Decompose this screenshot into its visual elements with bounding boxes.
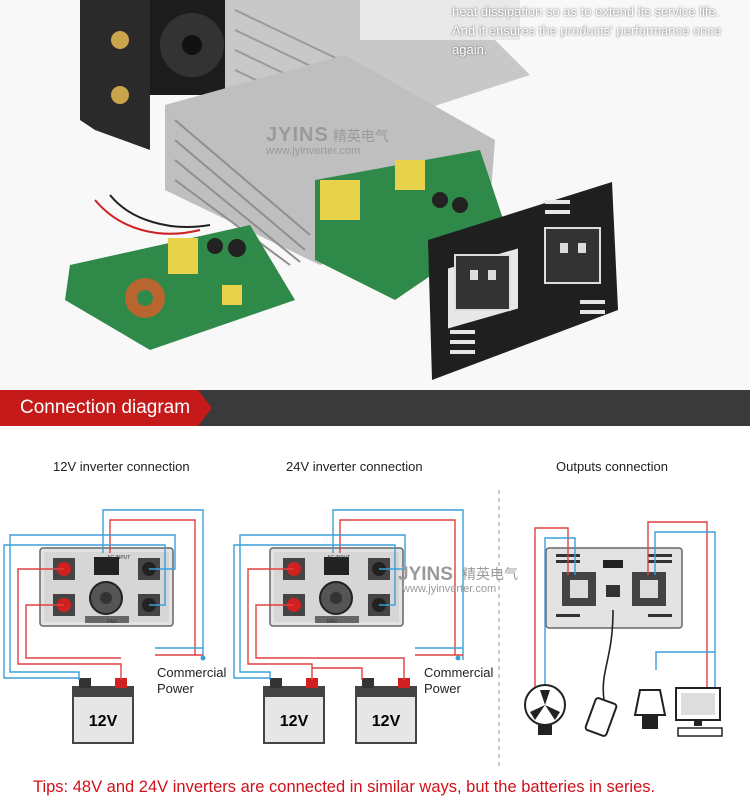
ac-input-label: AC INPUT [327, 555, 350, 561]
diagram-title-outputs: Outputs connection [556, 459, 669, 474]
connection-diagrams: 12V AC INPUT FAN Commercial Power 12V 12… [3, 490, 723, 770]
diagram-outputs [524, 521, 723, 737]
battery-label: 12V [89, 713, 118, 730]
diagram-title-12v: 12V inverter connection [53, 459, 190, 474]
commercial-power-label-2: Power [157, 681, 195, 696]
description-line: again. [452, 42, 488, 57]
section-title: Connection diagram [20, 397, 191, 418]
fan-label: FAN [107, 619, 117, 625]
diagram-24v: 12V 12V AC INPUT FAN [233, 509, 464, 744]
watermark-brand: JYINS [266, 124, 329, 146]
commercial-power-label-2: Power [424, 681, 462, 696]
battery-label-b: 12V [372, 713, 401, 730]
bulb-device-icon [633, 689, 667, 729]
diagram-12v: 12V AC INPUT FAN [3, 509, 206, 744]
photo-description: heat dissipation so as to extend its ser… [452, 2, 742, 59]
description-line: And it ensures the products' performance… [452, 23, 722, 38]
description-line: heat dissipation so as to extend its ser… [452, 4, 720, 19]
product-photo: heat dissipation so as to extend its ser… [0, 0, 750, 390]
watermark-url: www.jyinverter.com [401, 583, 496, 595]
inverter-exploded-illustration [0, 0, 750, 390]
watermark-url: www.jyinverter.com [266, 145, 361, 157]
tips-note: Tips: 48V and 24V inverters are connecte… [33, 778, 656, 796]
banner-accent [0, 390, 212, 426]
fan-label: FAN [327, 619, 337, 625]
commercial-power-label-1: Commercial [424, 665, 493, 680]
watermark-brand-cn: 精英电气 [462, 566, 518, 582]
phone-device-icon [584, 697, 618, 737]
watermark-brand: JYINS [398, 564, 453, 585]
diagram-title-24v: 24V inverter connection [286, 459, 423, 474]
battery-label-a: 12V [280, 713, 309, 730]
computer-device-icon [675, 687, 723, 737]
section-banner: Connection diagram [0, 390, 750, 426]
ac-input-label: AC INPUT [107, 555, 130, 561]
watermark-brand-cn: 精英电气 [332, 128, 389, 144]
commercial-power-label-1: Commercial [157, 665, 226, 680]
